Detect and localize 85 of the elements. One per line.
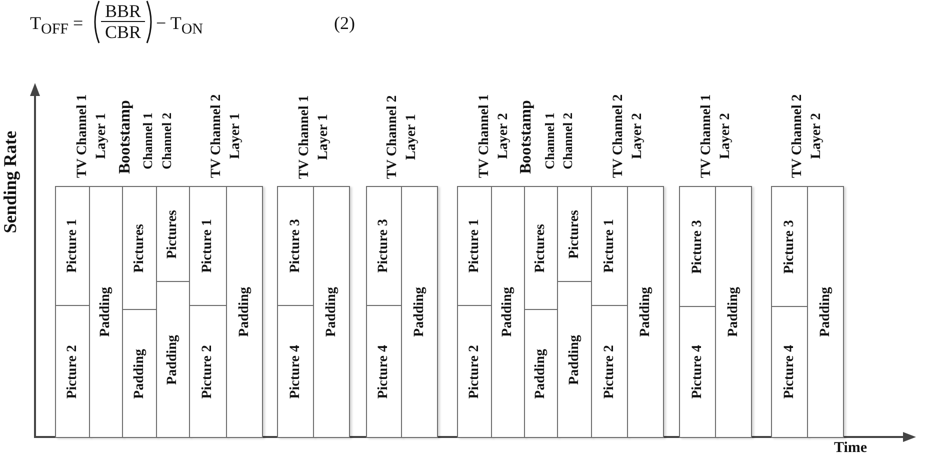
packet-block	[156, 281, 190, 438]
block-label: Pictures	[533, 224, 549, 272]
block-label: Picture 1	[64, 219, 80, 273]
block-label: Picture 3	[690, 220, 706, 274]
block-label: Picture 4	[690, 345, 706, 399]
block-label: Picture 2	[602, 344, 618, 398]
packet-block	[226, 186, 263, 438]
column-header: TV Channel 1 Layer 1	[296, 94, 332, 181]
packet-block	[557, 186, 592, 282]
block-label: Padding	[132, 348, 148, 398]
block-label: Padding	[638, 287, 654, 337]
block-label: Picture 3	[288, 219, 304, 273]
fraction-numerator: BBR	[101, 1, 145, 22]
packet-block	[524, 309, 558, 438]
block-label: Picture 4	[782, 345, 798, 399]
block-label: Pictures	[566, 210, 582, 258]
block-label: Padding	[412, 287, 428, 337]
column-header: Channel 2	[560, 112, 576, 170]
equation-number: (2)	[334, 13, 355, 35]
packet-block	[277, 305, 314, 438]
block-label: Padding	[818, 287, 834, 337]
axis-label: Sending Rate	[0, 130, 22, 234]
column-header: TV Channel 1 Layer 2	[698, 93, 734, 180]
packet-block	[156, 186, 190, 282]
packet-block	[591, 305, 628, 438]
packet-block	[313, 186, 350, 438]
block-label: Picture 4	[288, 344, 304, 398]
block-label: Padding	[500, 287, 516, 337]
axis-label: Time	[834, 439, 868, 456]
column-header: Bootstamp	[516, 100, 536, 174]
block-label: Picture 3	[782, 220, 798, 274]
formula-text: T$_{OFF}$ =	[30, 13, 84, 39]
packet-block	[491, 186, 525, 438]
column-header: TV Channel 1 Layer 2	[476, 93, 512, 180]
packet-block	[89, 186, 123, 438]
packet-block	[524, 186, 558, 310]
block-label: Picture 2	[64, 344, 80, 398]
packet-block	[771, 306, 808, 438]
block-label: Picture 4	[376, 344, 392, 398]
column-header: Channel 1	[542, 112, 558, 170]
block-label: Picture 3	[376, 219, 392, 273]
packet-block	[591, 186, 628, 306]
block-label: Padding	[324, 287, 340, 337]
packet-block	[55, 186, 90, 306]
block-label: Pictures	[165, 210, 181, 258]
column-header: TV Channel 2 Layer 2	[610, 93, 646, 180]
packet-block	[679, 306, 716, 438]
block-label: Padding	[566, 334, 582, 384]
block-label: Padding	[98, 287, 114, 337]
block-label: Padding	[533, 348, 549, 398]
formula-text: − T$_{ON}$	[156, 13, 203, 39]
packet-block	[557, 281, 592, 438]
packet-block	[807, 186, 844, 438]
packet-block	[55, 305, 90, 438]
block-label: Picture 2	[200, 344, 216, 398]
packet-block	[122, 309, 157, 438]
column-header: Channel 1	[140, 112, 156, 170]
packet-block	[189, 186, 227, 306]
block-label: Picture 2	[466, 344, 482, 398]
column-header: TV Channel 1 Layer 1	[74, 93, 110, 180]
packet-block	[366, 305, 402, 438]
packet-block	[401, 186, 438, 438]
packet-block	[715, 186, 752, 438]
packet-block	[457, 305, 492, 438]
packet-block	[627, 186, 664, 438]
packet-block	[457, 186, 492, 306]
block-label: Padding	[726, 287, 742, 337]
block-label: Picture 1	[602, 219, 618, 273]
block-label: Picture 1	[466, 219, 482, 273]
block-label: Padding	[165, 334, 181, 384]
column-header: TV Channel 2 Layer 2	[789, 93, 825, 180]
packet-block	[366, 186, 402, 306]
packet-block	[122, 186, 157, 310]
column-header: Channel 2	[159, 112, 175, 170]
column-header: TV Channel 2 Layer 1	[208, 93, 244, 180]
block-label: Pictures	[132, 224, 148, 272]
column-header: TV Channel 2 Layer 1	[384, 94, 420, 181]
packet-block	[771, 186, 808, 307]
packet-block	[189, 305, 227, 438]
column-header: Bootstamp	[115, 100, 134, 174]
fraction-denominator: CBR	[104, 22, 142, 42]
block-label: Picture 1	[200, 219, 216, 273]
packet-block	[277, 186, 314, 306]
block-label: Padding	[236, 287, 252, 337]
packet-block	[679, 186, 716, 307]
